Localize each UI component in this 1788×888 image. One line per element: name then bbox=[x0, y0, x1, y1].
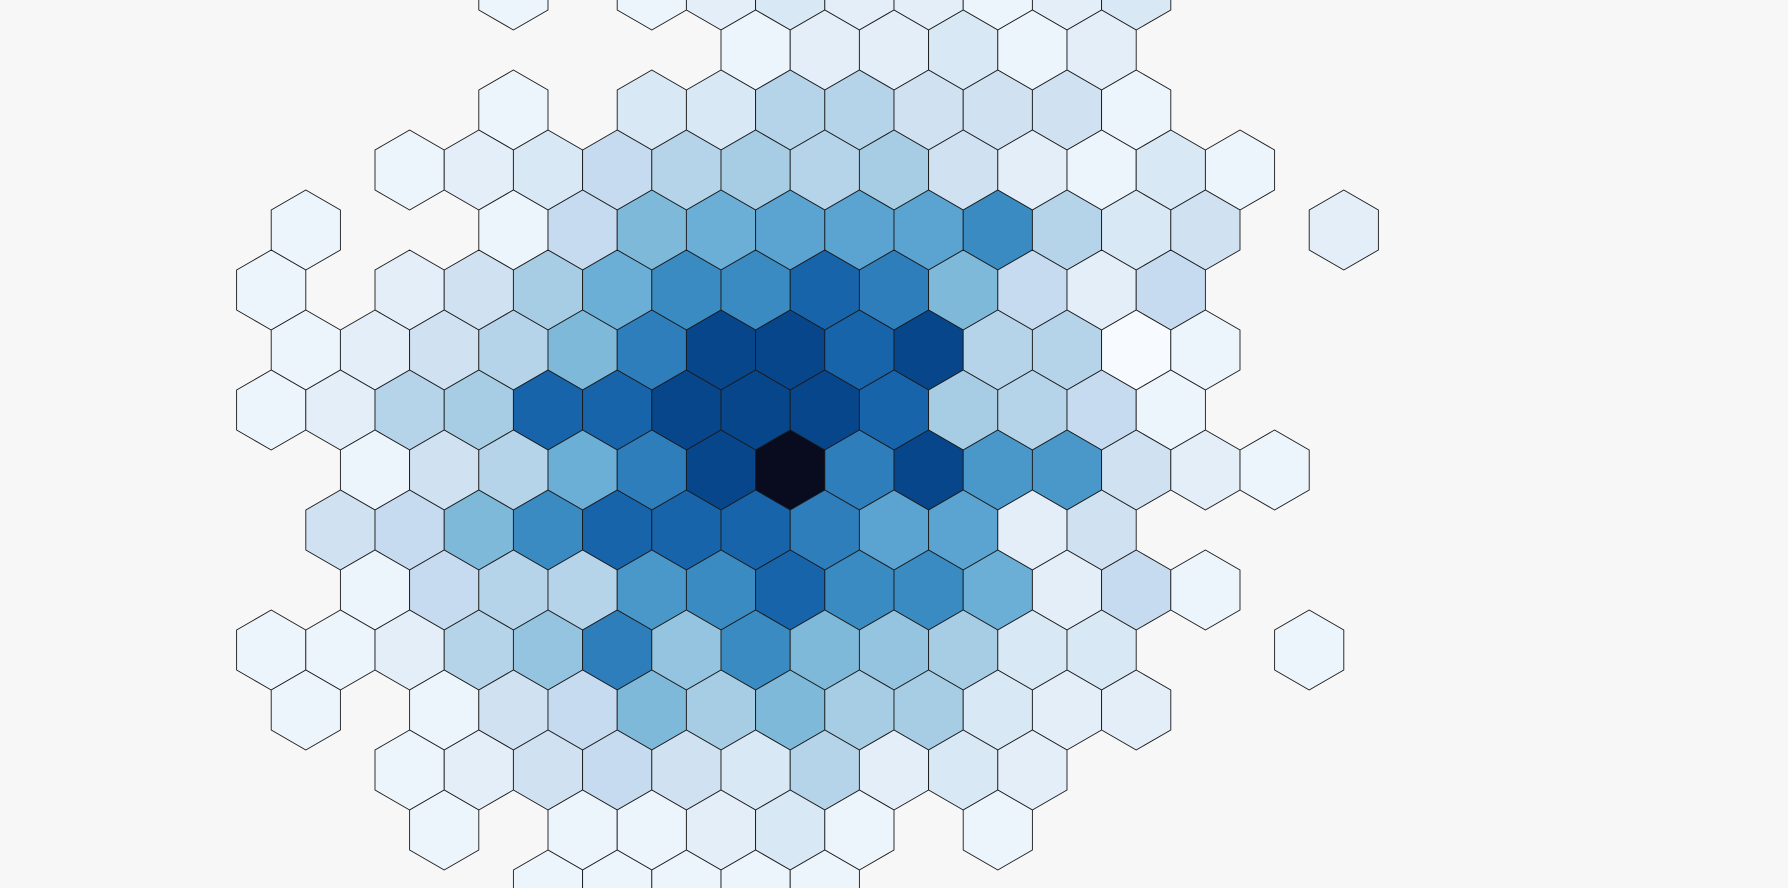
hexbin-cell bbox=[270, 669, 341, 751]
hexbin-cell bbox=[1101, 669, 1172, 751]
hexbin-cell bbox=[1274, 609, 1345, 691]
hexbin-cell bbox=[789, 849, 860, 888]
hexbin-cell bbox=[374, 129, 445, 211]
hexbin-cell bbox=[409, 789, 480, 871]
hexbin-cell bbox=[1308, 189, 1379, 271]
hexbin-cells bbox=[236, 0, 1379, 888]
hexbin-cell bbox=[1239, 429, 1310, 511]
hexbin-cell bbox=[1170, 549, 1241, 631]
hexbin-cell bbox=[616, 0, 687, 31]
hexbin-cell bbox=[962, 789, 1033, 871]
hexbin-cell bbox=[478, 0, 549, 31]
